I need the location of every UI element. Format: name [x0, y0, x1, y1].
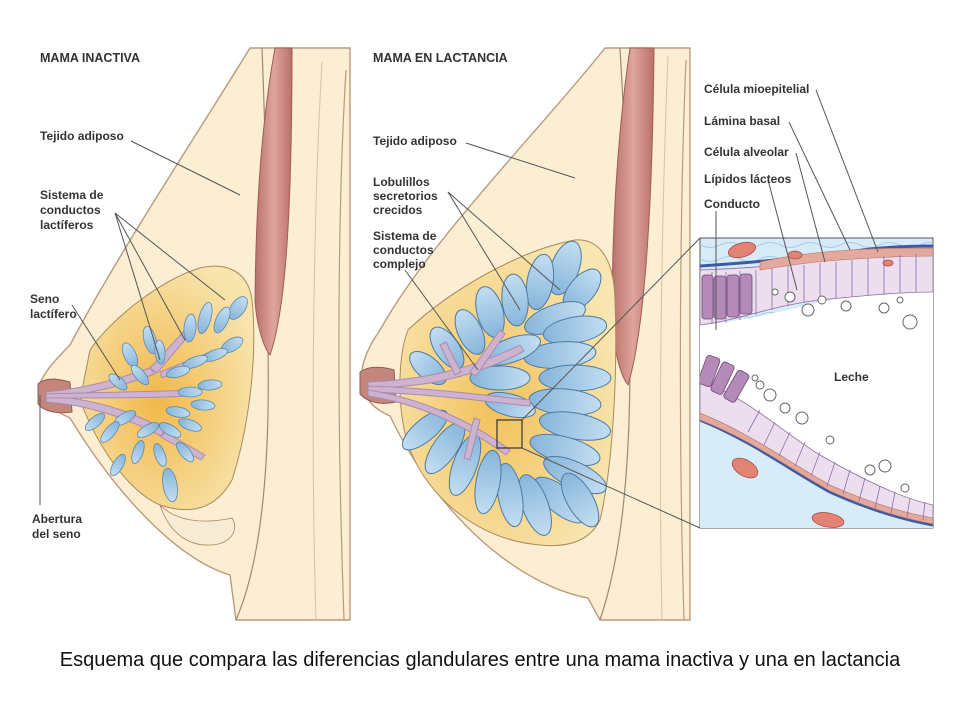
leader-adipose-lactating [465, 142, 576, 179]
fat-lobule-inactive [159, 504, 236, 546]
fascia-line-inactive [312, 61, 323, 621]
panel-title-inactive: MAMA INACTIVA [40, 51, 140, 65]
pectoral-muscle-lactating [611, 47, 655, 387]
zoom-connector-bottom [521, 447, 701, 529]
duct-cells-lower [700, 354, 750, 403]
leader-lobules-1 [447, 191, 561, 291]
leader-lipids [767, 179, 798, 291]
leader-alveolar [795, 152, 826, 263]
label-alveolar: Célula alveolar [704, 145, 789, 159]
leader-lobules-2 [447, 191, 521, 311]
myoepithelial-lower [700, 412, 933, 525]
alveoli-inactive [84, 296, 248, 503]
figure-caption: Esquema que compara las diferencias glan… [59, 649, 901, 671]
leader-ducts-inactive-2 [114, 212, 161, 361]
label-adipose-lactating: Tejido adiposo [373, 134, 457, 148]
label-adipose-inactive: Tejido adiposo [40, 129, 124, 143]
myoepithelial-upper [759, 247, 933, 271]
duct-cells-upper [701, 273, 753, 320]
leader-basal-lamina [788, 121, 851, 251]
alveolar-lumen [700, 291, 933, 505]
label-duct: Conducto [704, 197, 760, 211]
leader-ducts-inactive-1 [114, 212, 186, 341]
leader-adipose-inactive [130, 140, 241, 196]
basal-lamina-lower [700, 418, 933, 527]
pectoral-muscle-inactive [254, 47, 293, 357]
label-ducts-inactive: Sistema de conductos lactíferos [40, 188, 107, 232]
panel-lactating: MAMA EN LACTANCIA [359, 47, 701, 621]
label-basal-lamina: Lámina basal [704, 114, 780, 128]
label-lobules: Lobulillos secretorios crecidos [373, 175, 441, 217]
label-opening: Abertura del seno [32, 512, 85, 541]
rib-line-inactive [338, 69, 347, 621]
leader-sinus [71, 304, 121, 381]
lower-stroma [700, 420, 933, 528]
label-myoepithelial: Célula mioepitelial [704, 82, 809, 96]
fascia-line-lactating [659, 55, 669, 621]
blood-cells-lower [731, 457, 845, 528]
leader-myoepithelial [815, 89, 879, 253]
label-lipids: Lípidos lácteos [704, 172, 792, 186]
leader-ducts-inactive-3 [114, 212, 226, 301]
label-ducts-lactating: Sistema de conductos complejo [373, 229, 440, 271]
zoom-box [496, 419, 523, 449]
lipid-droplets-upper [771, 288, 918, 330]
gland-inactive [79, 265, 255, 511]
label-milk: Leche [834, 370, 869, 384]
lipid-droplets-lower [751, 374, 910, 493]
zoom-connector-top [521, 237, 701, 421]
cell-walls-lower [747, 409, 926, 521]
duct-system-lactating [367, 329, 531, 461]
panel-inactive: MAMA INACTIVA [30, 47, 351, 621]
inset-alveolus: Célula mioepitelial Lámina basal Célula … [699, 82, 934, 529]
label-sinus: Seno lactífero [30, 292, 77, 321]
leader-ducts-lactating [404, 269, 479, 371]
panel-title-lactating: MAMA EN LACTANCIA [373, 51, 508, 65]
rib-line-lactating [679, 59, 687, 621]
